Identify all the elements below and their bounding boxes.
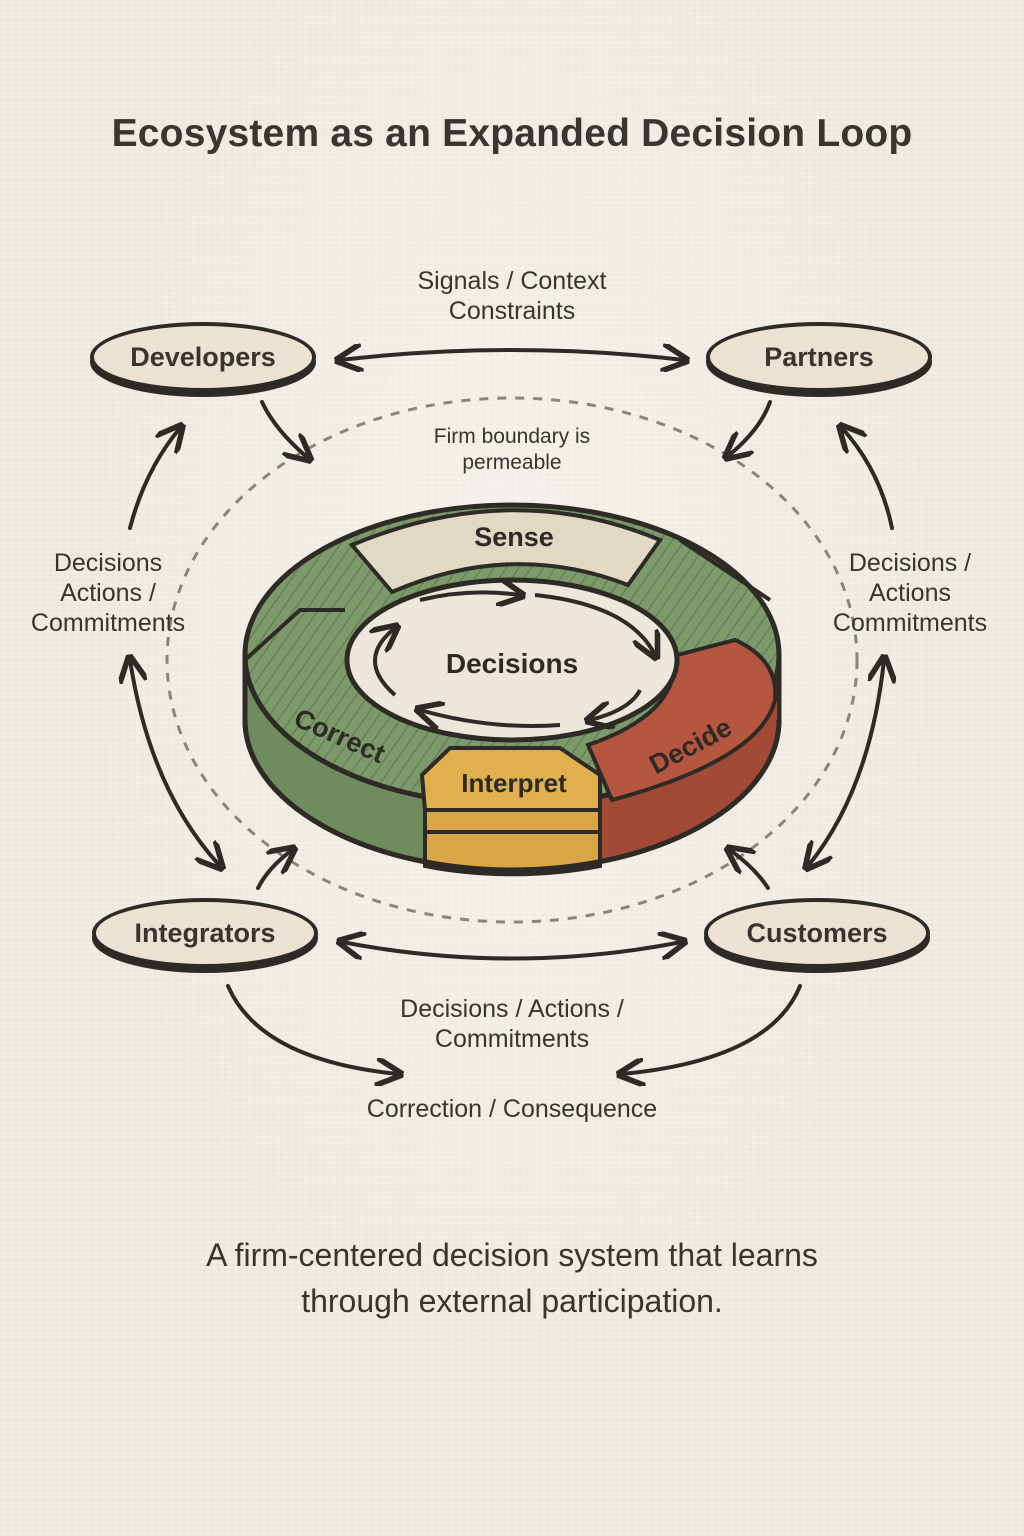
ring-center-label: Decisions [446, 648, 578, 679]
label-left-line2: Actions / [60, 579, 156, 607]
node-partners: Partners [706, 322, 932, 392]
label-signals-context: Signals / Context Constraints [362, 266, 662, 326]
arrow-right-vertical [808, 660, 884, 866]
arrow-developers-partners [340, 350, 684, 360]
node-customers: Customers [704, 898, 930, 968]
label-boundary-line1: Firm boundary is [433, 425, 591, 448]
label-left-line1: Decisions [53, 549, 163, 577]
arrow-right-up [842, 428, 894, 530]
node-integrators: Integrators [92, 898, 318, 968]
segment-decide [585, 637, 778, 803]
arrow-customers-correction [622, 984, 802, 1074]
label-signals-line2: Constraints [448, 297, 576, 325]
label-firm-boundary: Firm boundary is permeable [362, 424, 662, 476]
ring-top [242, 502, 782, 812]
label-right-decisions: Decisions / Actions Commitments [810, 548, 1010, 638]
label-boundary-line2: permeable [462, 451, 562, 474]
caption: A firm-centered decision system that lea… [0, 1232, 1024, 1324]
arrow-developers-boundary [260, 400, 308, 458]
segment-interpret [419, 746, 602, 812]
label-right-line3: Commitments [832, 609, 988, 637]
arrow-integrators-boundary [256, 850, 292, 890]
node-developers: Developers [90, 322, 316, 392]
connector-arrows [130, 350, 892, 1074]
caption-line2: through external participation. [301, 1283, 723, 1319]
label-bottom-line1: Decisions / Actions / [400, 995, 624, 1023]
arrow-partners-boundary [728, 400, 772, 456]
page-title: Ecosystem as an Expanded Decision Loop [111, 112, 913, 155]
label-left-line3: Commitments [30, 609, 186, 637]
segment-sense [348, 508, 664, 595]
ring-interpret-label: Interpret [461, 768, 567, 798]
label-correction-consequence: Correction / Consequence [366, 1095, 658, 1123]
label-signals-line1: Signals / Context [417, 267, 607, 295]
label-bottom-decisions: Decisions / Actions / Commitments [342, 994, 682, 1054]
arrow-integrators-customers [342, 942, 682, 961]
arrow-left-vertical [130, 660, 220, 866]
label-right-line1: Decisions / [848, 549, 972, 577]
arrow-left-up [128, 428, 180, 530]
arrow-integrators-correction [226, 984, 398, 1074]
label-left-decisions: Decisions Actions / Commitments [8, 548, 208, 638]
label-right-line2: Actions [869, 579, 951, 607]
ring-sense-label: Sense [474, 522, 554, 552]
caption-line1: A firm-centered decision system that lea… [206, 1237, 818, 1273]
arrow-customers-boundary [730, 850, 770, 890]
label-bottom-line2: Commitments [434, 1025, 590, 1053]
